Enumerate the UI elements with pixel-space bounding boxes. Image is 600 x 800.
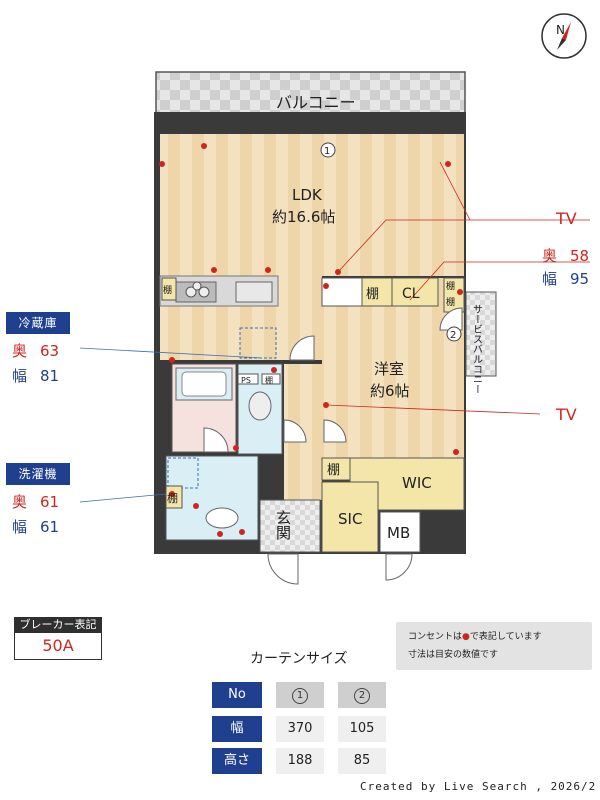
curtain-title: カーテンサイズ [250, 651, 348, 667]
service-balcony-label: サービスバルコニー [471, 304, 483, 394]
western-size: 約6帖 [370, 382, 410, 400]
western-room-floor [322, 278, 464, 458]
curtain-table: No 1 2 幅 370 105 高さ 188 85 [212, 682, 390, 776]
ldk-size: 約16.6帖 [272, 208, 335, 226]
service-balcony [465, 291, 497, 377]
fridge-title: 冷蔵庫 [6, 312, 70, 334]
sic [321, 481, 379, 553]
western-name: 洋室 [374, 360, 404, 378]
breaker-box: ブレーカー表記 50A [14, 617, 102, 660]
window-2-label: 2 [450, 330, 456, 341]
entrance [259, 499, 321, 553]
ps-label: PS [241, 376, 251, 385]
ldk-name: LDK [292, 186, 323, 204]
shelf-label-sb2: 棚 [446, 296, 455, 308]
shelf-label-wic: 棚 [327, 463, 340, 478]
washer-title: 洗濯機 [6, 463, 70, 485]
sic-label: SIC [338, 510, 362, 528]
compass-icon: N [541, 13, 587, 59]
tv-callout-western: TV [556, 405, 577, 424]
outlet-icon: ● [462, 632, 470, 642]
breaker-title: ブレーカー表記 [14, 617, 102, 633]
tv-callout-ldk: TV [556, 209, 577, 228]
balcony-label: バルコニー [276, 93, 356, 112]
floor-plan: バルコニー 1 LDK 約16.6帖 洋室 約6帖 棚 CL 棚 棚 棚 2 サ… [79, 71, 590, 585]
shelf-label-sb1: 棚 [446, 280, 455, 292]
shelf-label-washroom: 棚 [167, 491, 178, 505]
entrance-label: 玄関 [274, 510, 292, 541]
mb [379, 511, 421, 553]
cl-label: CL [402, 286, 420, 302]
ldk-floor [160, 134, 464, 276]
compass-label: N [556, 23, 565, 37]
mb-label: MB [387, 524, 410, 542]
wic-label: WIC [402, 474, 432, 492]
credit-text: Created by Live Search , 2026/2 [360, 780, 597, 793]
legend-note: コンセントは●で表記しています 寸法は目安の数値です [396, 622, 592, 670]
shelf-label-closet: 棚 [366, 287, 379, 302]
outlet-markers [159, 143, 463, 537]
breaker-value: 50A [14, 633, 102, 660]
shelf-label-kitchen: 棚 [163, 284, 172, 296]
window-1-label: 1 [324, 146, 330, 157]
shelf-label-toilet: 棚 [265, 375, 273, 385]
fridge-spot [239, 327, 277, 359]
compass: N [540, 12, 588, 60]
